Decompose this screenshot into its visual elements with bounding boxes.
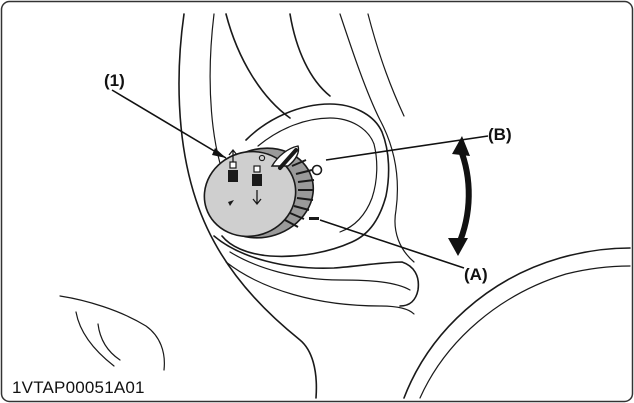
lower-left-outline bbox=[59, 295, 165, 371]
housing-bottom-flange-2 bbox=[229, 251, 411, 291]
panel-right-curve bbox=[339, 13, 415, 263]
lower-left-outline-3 bbox=[97, 323, 121, 361]
dial-pointer bbox=[278, 148, 298, 170]
label-position-b: (B) bbox=[488, 125, 512, 144]
fender-outline bbox=[178, 13, 318, 399]
dial-knurl bbox=[284, 159, 315, 228]
dial-housing-inner bbox=[257, 117, 378, 233]
dial-dot-mark bbox=[258, 154, 266, 162]
wheel-arc-outer bbox=[403, 247, 631, 399]
housing-lower-edge bbox=[225, 261, 415, 315]
wheel-arc-inner bbox=[419, 265, 631, 399]
dial-pointer-ridge bbox=[270, 145, 300, 167]
housing-mark-plus-icon bbox=[311, 164, 323, 176]
panel-upper-curve-2 bbox=[289, 13, 331, 97]
dial-symbol-raise bbox=[228, 148, 238, 182]
panel-upper-curve bbox=[225, 13, 291, 119]
range-double-arrow bbox=[448, 136, 472, 256]
lower-left-outline-2 bbox=[75, 311, 115, 367]
dial-symbol-lower bbox=[252, 165, 262, 206]
label-part-1: (1) bbox=[104, 71, 125, 90]
leader-line-b bbox=[325, 135, 489, 161]
dial-symbol-slow bbox=[228, 200, 234, 206]
housing-bottom-flange bbox=[213, 235, 420, 307]
figure-caption: 1VTAP00051A01 bbox=[12, 378, 145, 397]
dial-housing bbox=[221, 103, 390, 258]
panel-right-curve-2 bbox=[367, 13, 405, 117]
leader-line-a bbox=[319, 219, 465, 269]
label-position-a: (A) bbox=[464, 265, 488, 284]
leader-arrowhead-1 bbox=[212, 148, 226, 158]
housing-mark-minus-icon bbox=[309, 217, 319, 220]
leader-line-1 bbox=[111, 89, 227, 159]
